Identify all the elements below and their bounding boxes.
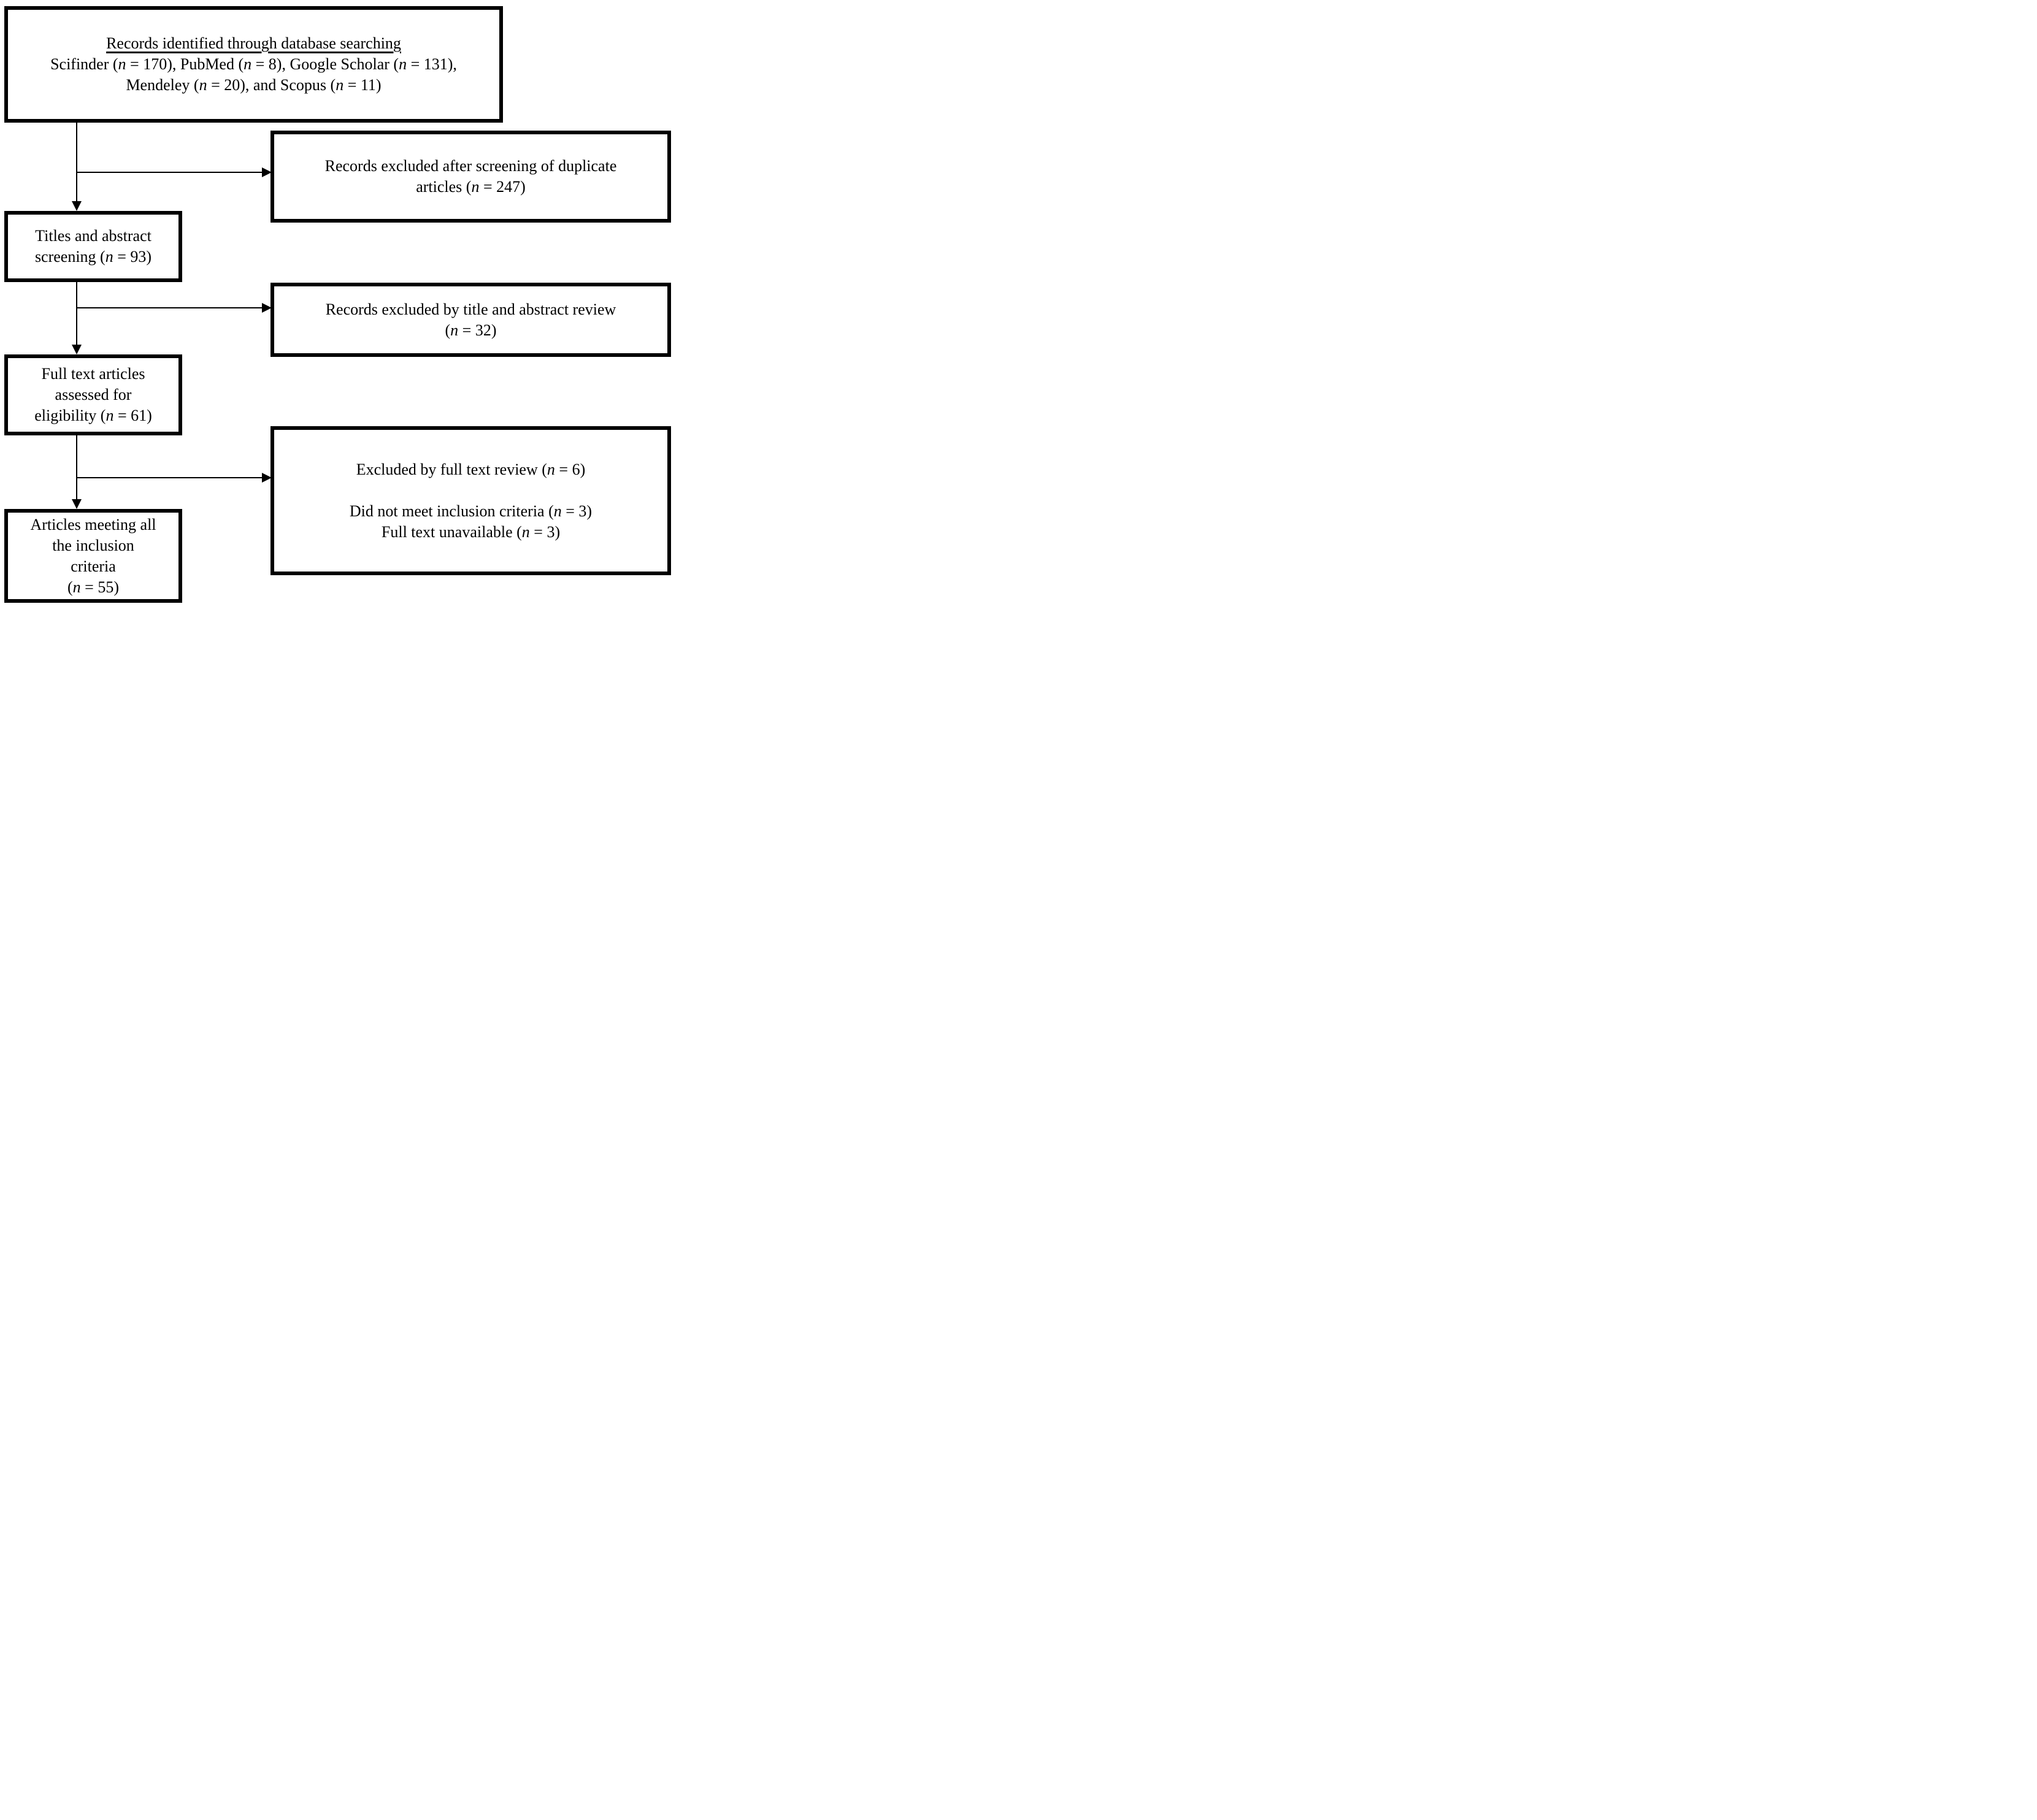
text-line: screening (n = 93): [34, 248, 152, 266]
connector-to-duplicates-excluded: [77, 172, 262, 173]
text-line: the inclusion: [52, 536, 134, 554]
text-line: Titles and abstract: [35, 227, 152, 245]
arrowhead-right-icon: [262, 167, 272, 177]
connector-identification-to-screening: [76, 123, 77, 201]
connector-to-abstract-excluded: [77, 307, 262, 308]
text-line: (n = 32): [445, 321, 497, 339]
text-line: Excluded by full text review (n = 6): [356, 460, 586, 478]
arrowhead-down-icon: [72, 345, 82, 354]
box-duplicates-excluded: Records excluded after screening of dupl…: [270, 131, 671, 223]
text-line: Records excluded by title and abstract r…: [325, 300, 616, 318]
text-line: Did not meet inclusion criteria (n = 3): [349, 502, 593, 520]
text-line: Full text unavailable (n = 3): [381, 522, 561, 541]
text-line: Mendeley (n = 20), and Scopus (n = 11): [126, 76, 382, 94]
arrowhead-down-icon: [72, 499, 82, 509]
connector-fulltext-to-included: [76, 435, 77, 499]
connector-to-fulltext-excluded: [77, 477, 262, 478]
box-articles-included: Articles meeting all the inclusion crite…: [4, 509, 182, 603]
box-fulltext-excluded: Excluded by full text review (n = 6) Did…: [270, 426, 671, 575]
connector-screening-to-fulltext: [76, 282, 77, 345]
records-identified-title: Records identified through database sear…: [106, 34, 401, 52]
text-line: criteria: [71, 557, 116, 575]
arrowhead-down-icon: [72, 201, 82, 211]
box-title-abstract-excluded: Records excluded by title and abstract r…: [270, 283, 671, 357]
box-records-identified: Records identified through database sear…: [4, 6, 503, 123]
text-line: articles (n = 247): [416, 178, 526, 196]
text-line: Records excluded after screening of dupl…: [324, 157, 617, 175]
text-line: Scifinder (n = 170), PubMed (n = 8), Goo…: [50, 55, 457, 73]
text-line: eligibility (n = 61): [34, 407, 152, 424]
arrowhead-right-icon: [262, 303, 272, 313]
text-line: (n = 55): [67, 578, 119, 596]
prisma-flow-diagram: Records identified through database sear…: [0, 0, 679, 606]
box-title-abstract-screening: Titles and abstract screening (n = 93): [4, 211, 182, 282]
text-line: assessed for: [55, 386, 132, 403]
text-line: Articles meeting all: [30, 515, 156, 533]
text-line: Full text articles: [41, 365, 145, 383]
box-fulltext-assessed: Full text articles assessed for eligibil…: [4, 354, 182, 435]
text-line-blank: [469, 480, 473, 501]
arrowhead-right-icon: [262, 473, 272, 483]
